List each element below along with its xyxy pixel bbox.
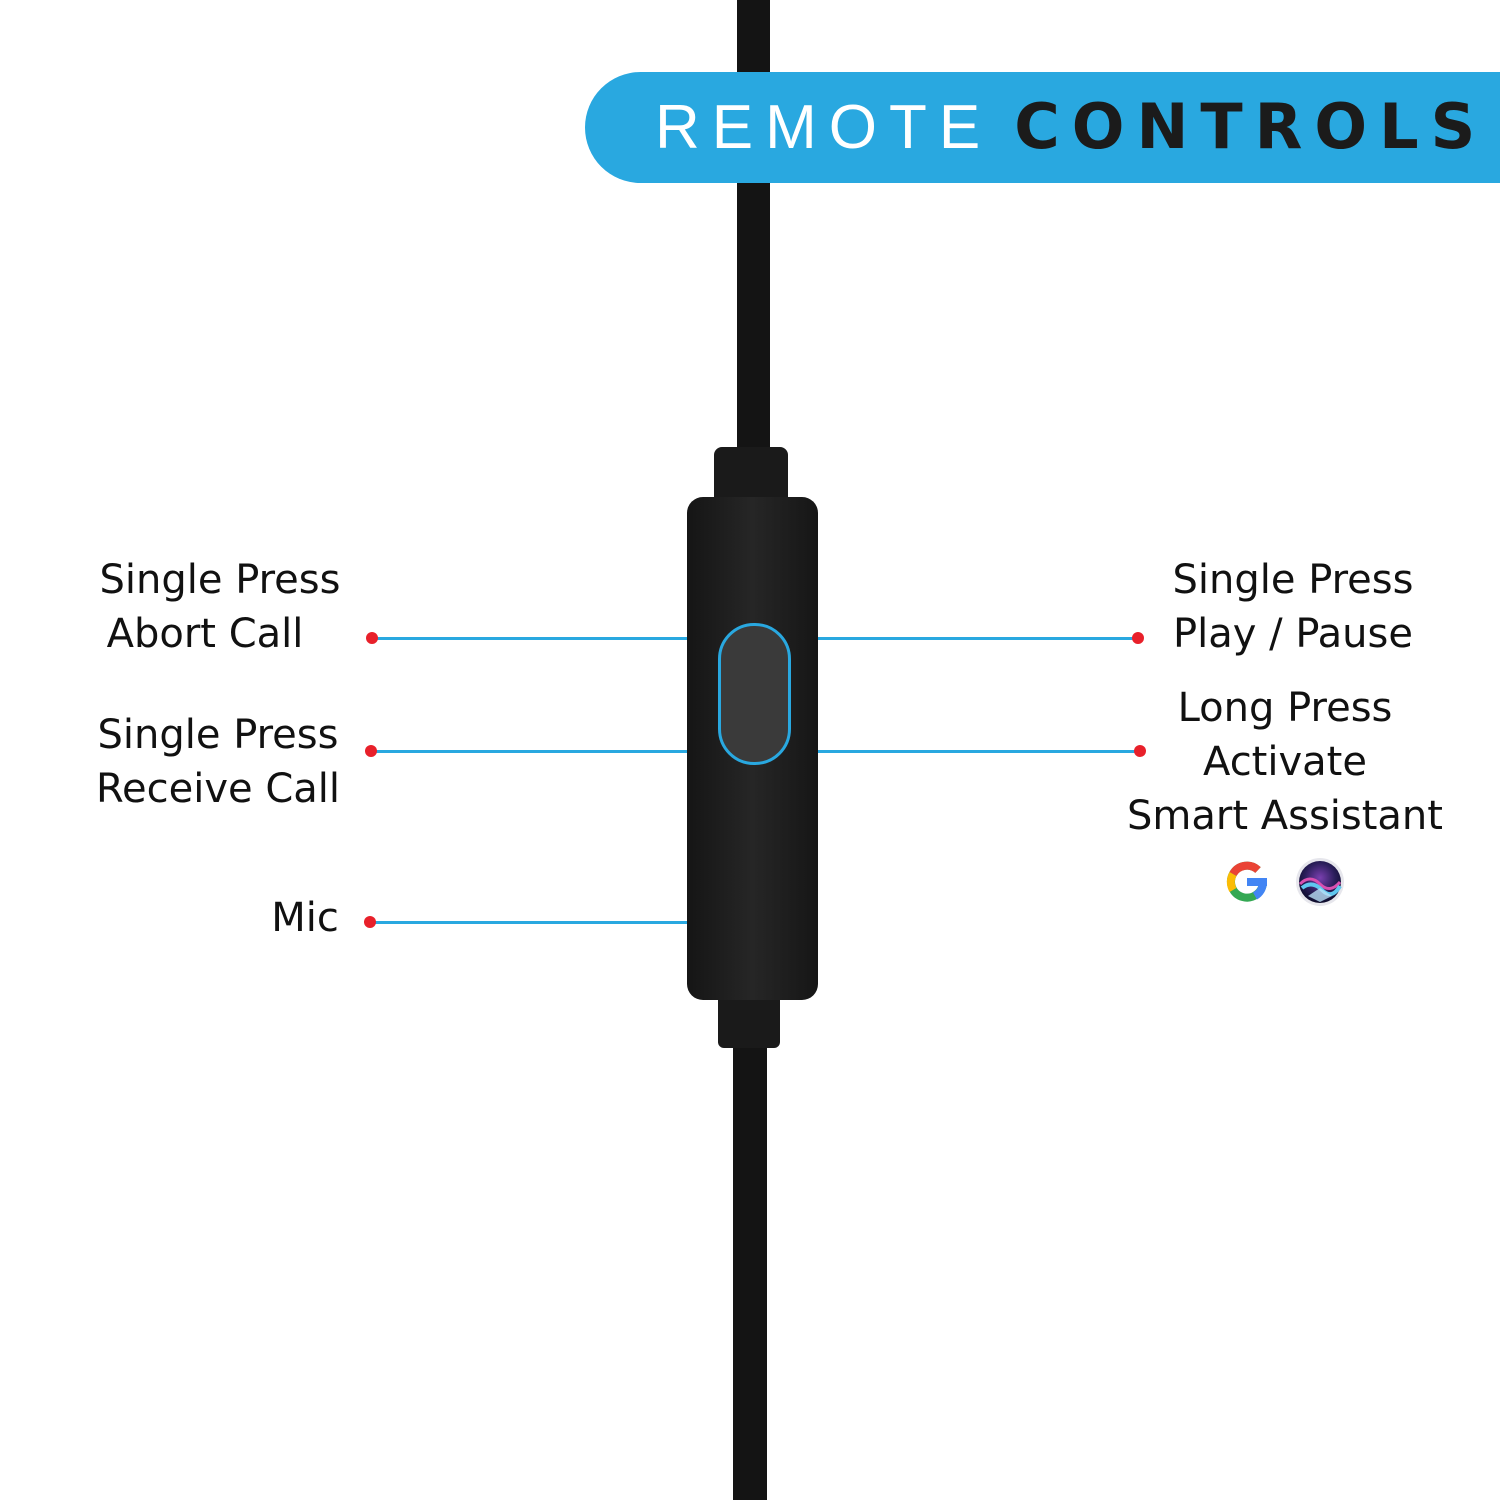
cable-top [737,0,770,460]
callout-dot [364,916,376,928]
callout-dot [366,632,378,644]
label-abort-call: Single Press Abort Call [80,553,360,661]
label-line: Mic [271,895,339,941]
siri-icon [1296,858,1344,906]
callout-dot [365,745,377,757]
label-mic: Mic [230,891,380,945]
callout-dot [1134,745,1146,757]
label-smart-assistant: Long Press Activate Smart Assistant [1110,681,1460,843]
label-line: Receive Call [96,766,340,812]
title-bold: CONTROLS [1014,90,1488,163]
page-title: REMOTE CONTROLS [655,88,1487,167]
label-play-pause: Single Press Play / Pause [1143,553,1443,661]
label-line: Long Press [1177,685,1393,731]
label-line: Single Press [1172,557,1414,603]
google-icon [1226,861,1268,902]
label-receive-call: Single Press Receive Call [78,708,358,816]
label-line: Single Press [97,712,339,758]
cable-bottom [733,1040,767,1500]
label-line: Smart Assistant [1127,793,1443,839]
label-line: Single Press [99,557,341,603]
remote-button[interactable] [718,623,791,765]
label-line: Activate [1203,739,1367,785]
title-light: REMOTE [655,93,993,162]
label-line: Abort Call [106,611,304,657]
title-banner [585,72,1500,183]
callout-dot [1132,632,1144,644]
label-line: Play / Pause [1173,611,1413,657]
callout-line-mic [370,921,688,924]
